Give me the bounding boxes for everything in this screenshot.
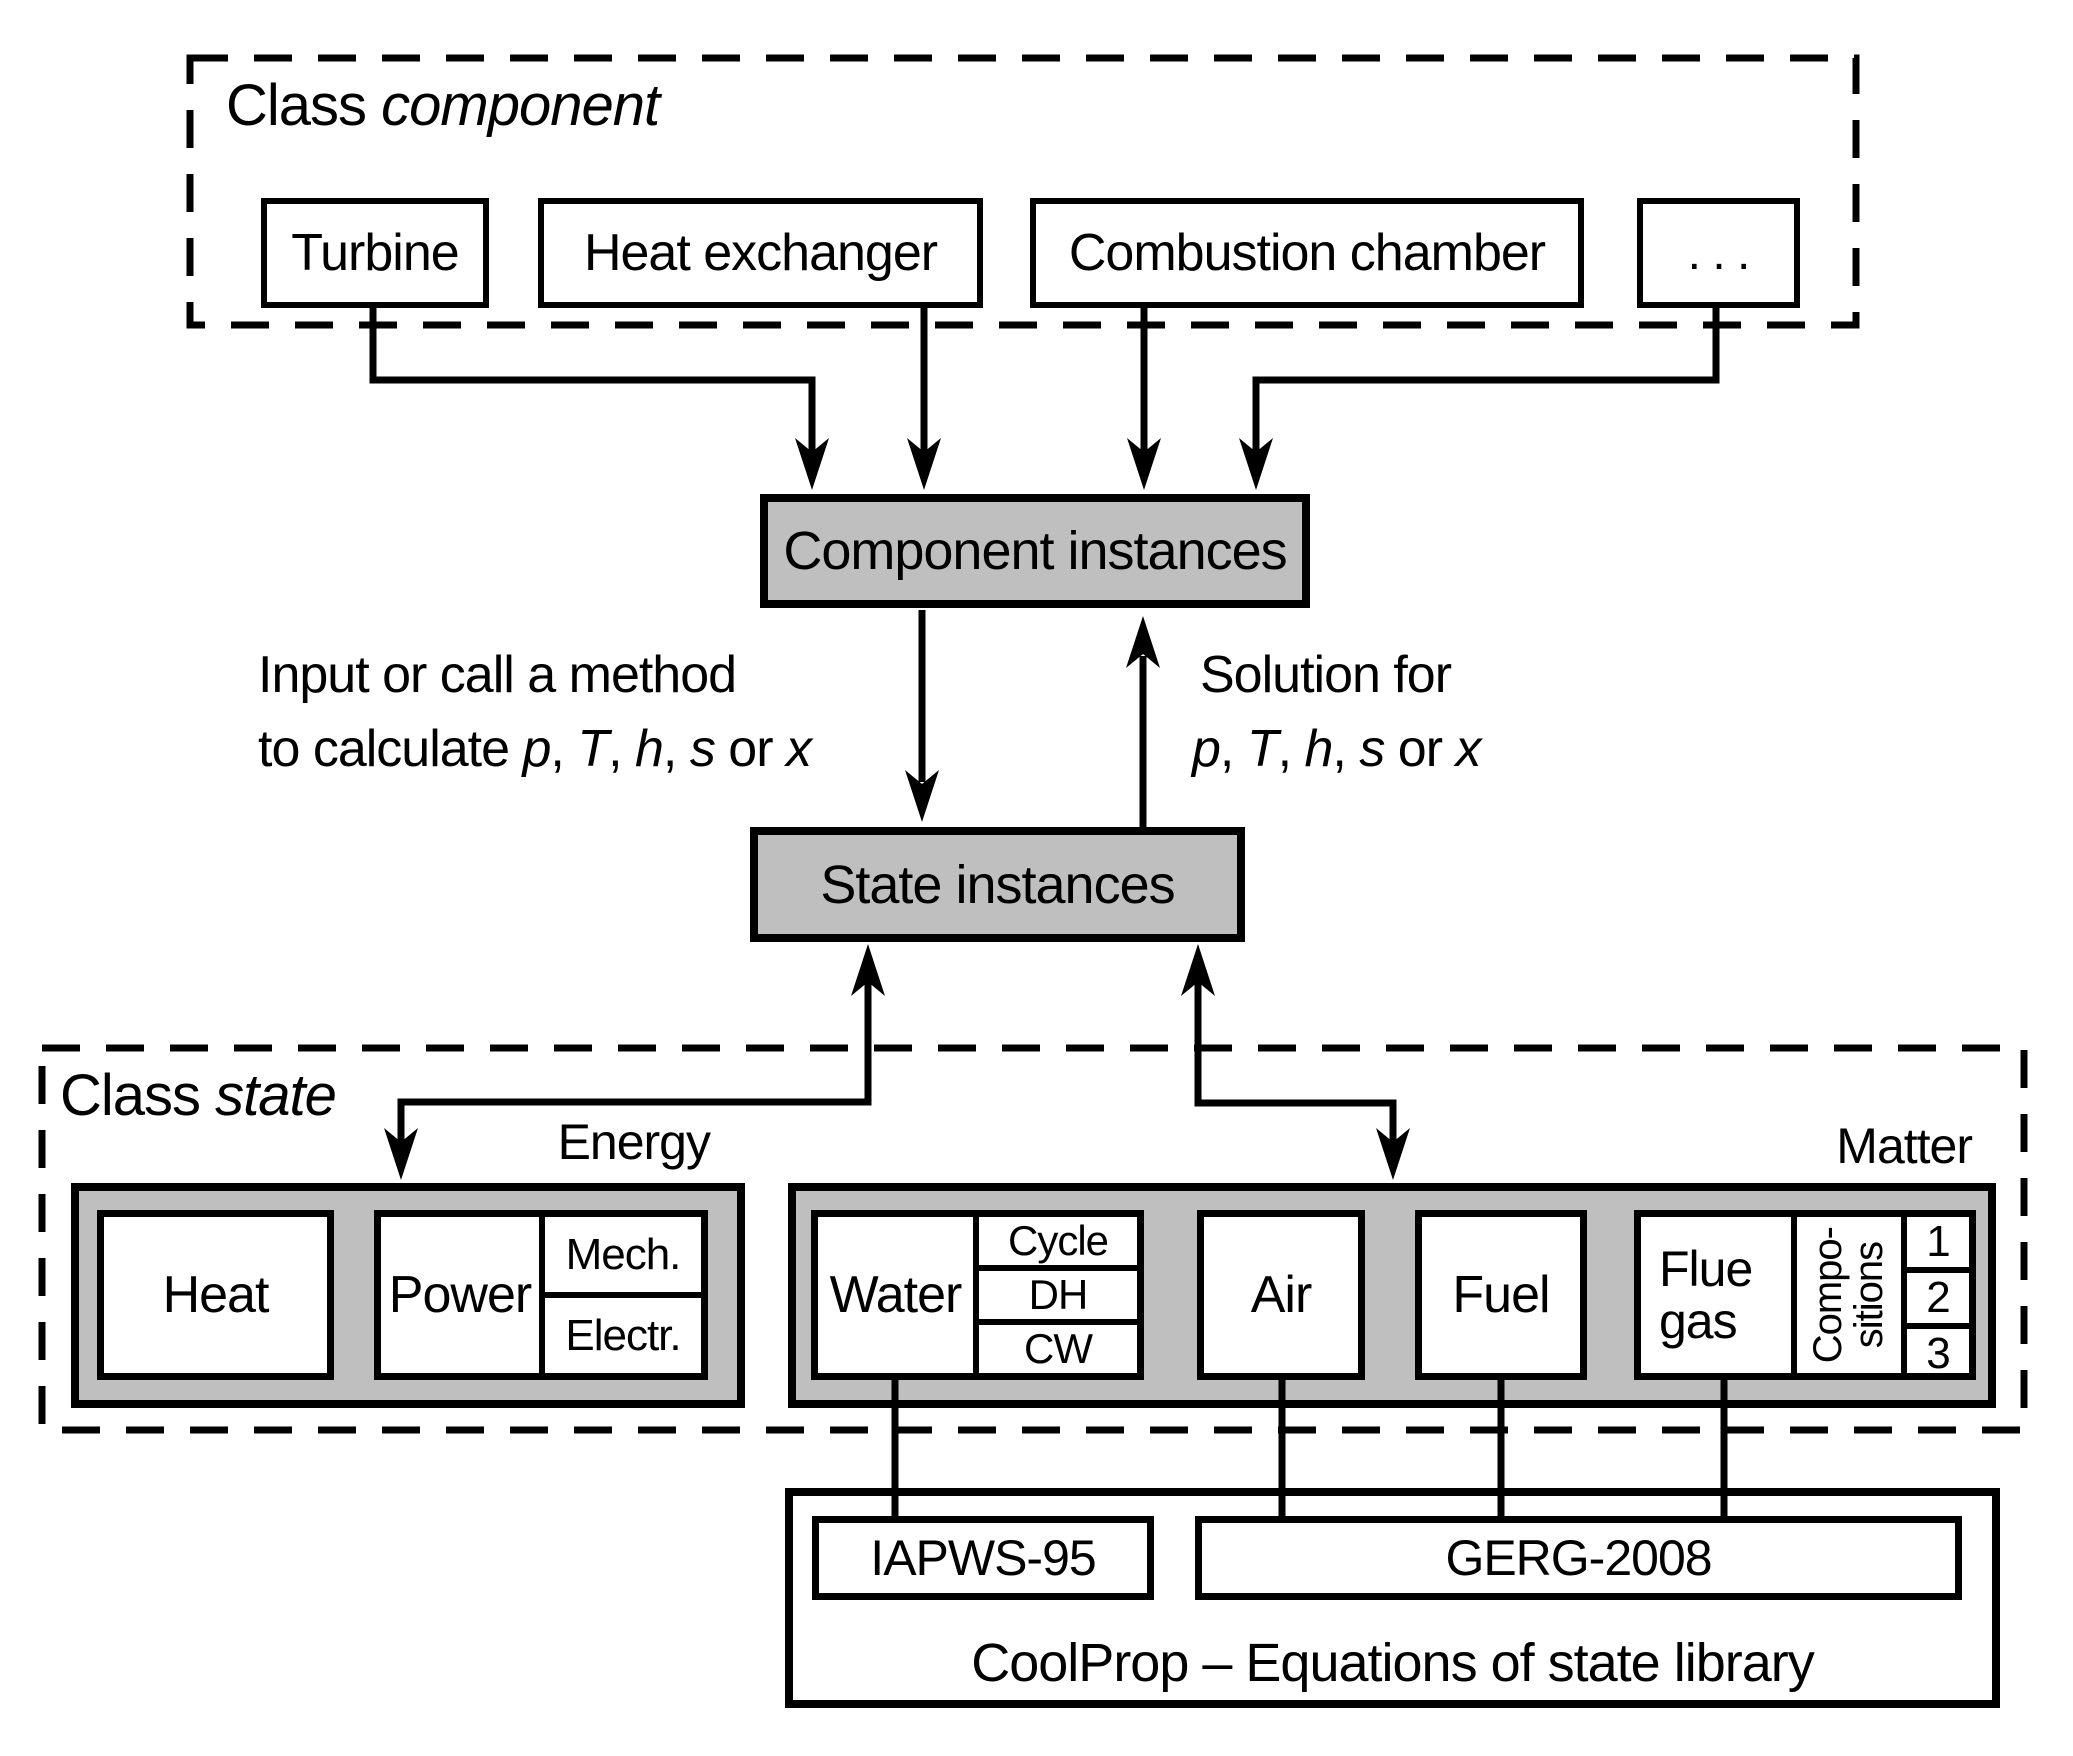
arrowhead-down-icon <box>1127 438 1161 490</box>
power-label: Power <box>388 1266 532 1324</box>
solution-annotation-line2: p, T, h, s or x <box>1192 720 1481 778</box>
water-label: Water <box>829 1266 963 1324</box>
arrowhead-up-icon <box>1126 616 1160 668</box>
heat-exchanger-box: Heat exchanger <box>538 198 983 308</box>
heat-exchanger-label: Heat exchanger <box>583 224 938 282</box>
power-mech-cell: Mech. <box>545 1217 701 1298</box>
more-to-instances-line <box>1252 308 1720 452</box>
iapws-label: IAPWS-95 <box>870 1530 1096 1586</box>
fuel-box: Fuel <box>1415 1210 1587 1380</box>
gerg-box: GERG-2008 <box>1195 1516 1962 1600</box>
input-annotation-line2: to calculate p, T, h, s or x <box>258 720 812 778</box>
combustion-chamber-box: Combustion chamber <box>1030 198 1584 308</box>
composition-2-cell: 2 <box>1907 1273 1969 1329</box>
coolprop-caption: CoolProp – Equations of state library <box>971 1633 1814 1693</box>
arrowhead-up-icon <box>1181 944 1215 996</box>
flue-gas-box: Flue gas Compo- sitions 1 2 3 <box>1634 1210 1976 1380</box>
power-box: Power Mech. Electr. <box>374 1210 708 1380</box>
iapws-box: IAPWS-95 <box>812 1516 1154 1600</box>
combustion-chamber-label: Combustion chamber <box>1068 224 1546 282</box>
water-dh-cell: DH <box>979 1271 1137 1325</box>
air-box: Air <box>1197 1210 1365 1380</box>
state-matter-line <box>1194 982 1397 1142</box>
arrowhead-down-icon <box>907 438 941 490</box>
class-component-label: Class component <box>226 73 660 138</box>
heat-label: Heat <box>162 1266 270 1324</box>
more-components-label: . . . <box>1687 226 1751 280</box>
turbine-box: Turbine <box>261 198 489 308</box>
arrowhead-down-icon <box>905 770 939 822</box>
water-cycle-cell: Cycle <box>979 1217 1137 1271</box>
air-label: Air <box>1250 1266 1313 1324</box>
state-instances-box: State instances <box>750 827 1245 942</box>
water-cw-cell: CW <box>1024 1325 1093 1372</box>
class-state-label: Class state <box>60 1063 337 1128</box>
arrowhead-down-icon <box>1376 1128 1410 1180</box>
state-instances-label: State instances <box>820 854 1175 915</box>
component-instances-label: Component instances <box>783 521 1287 581</box>
input-annotation-line1: Input or call a method <box>258 646 737 704</box>
composition-1-cell: 1 <box>1907 1217 1969 1273</box>
energy-group-label: Energy <box>557 1114 711 1170</box>
solution-annotation-line1: Solution for <box>1200 646 1452 704</box>
water-box: Water Cycle DH CW <box>811 1210 1144 1380</box>
more-components-box: . . . <box>1637 198 1800 308</box>
component-instances-box: Component instances <box>760 494 1310 608</box>
compositions-label: Compo- sitions <box>1806 1226 1891 1364</box>
flue-gas-label: Flue gas <box>1659 1241 1753 1349</box>
arrowhead-down-icon <box>1239 438 1273 490</box>
power-electr-cell: Electr. <box>565 1310 681 1360</box>
heat-box: Heat <box>97 1210 334 1380</box>
gerg-label: GERG-2008 <box>1445 1530 1712 1586</box>
composition-3-cell: 3 <box>1926 1329 1950 1378</box>
arrowhead-down-icon <box>384 1128 418 1180</box>
turbine-label: Turbine <box>291 224 459 282</box>
arrowhead-up-icon <box>851 944 885 996</box>
arrowhead-down-icon <box>795 438 829 490</box>
fuel-label: Fuel <box>1452 1266 1550 1324</box>
turbine-to-instances-line <box>369 308 816 452</box>
matter-group-label: Matter <box>1836 1118 1973 1174</box>
